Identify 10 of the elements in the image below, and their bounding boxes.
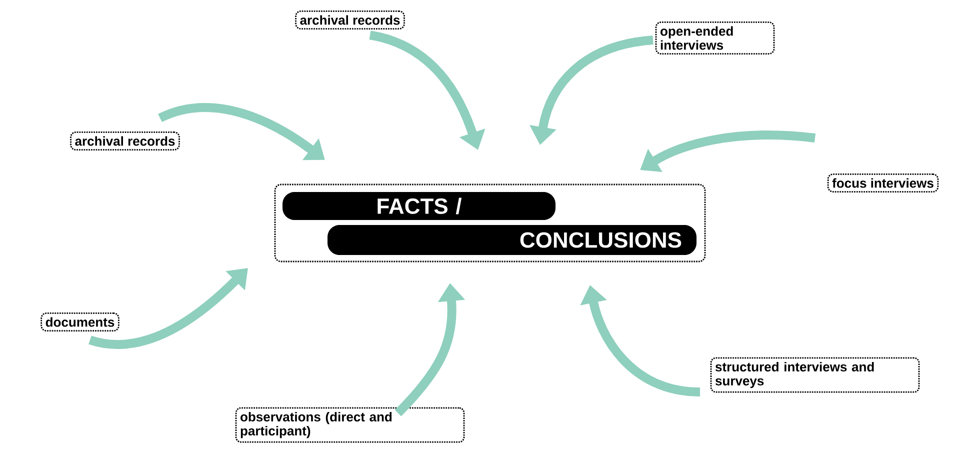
source-box: observations (direct and participant) (235, 407, 465, 443)
arrow (88, 268, 248, 349)
source-box: open-ended interviews (655, 22, 775, 54)
source-box: archival records (70, 132, 180, 150)
label-bar: FACTS / (282, 192, 556, 220)
source-box: structured interviews and surveys (710, 357, 920, 393)
source-box: documents (40, 312, 120, 332)
source-box: focus interviews (827, 174, 939, 192)
label-bar: CONCLUSIONS (328, 225, 696, 255)
source-box: archival records (295, 10, 405, 30)
